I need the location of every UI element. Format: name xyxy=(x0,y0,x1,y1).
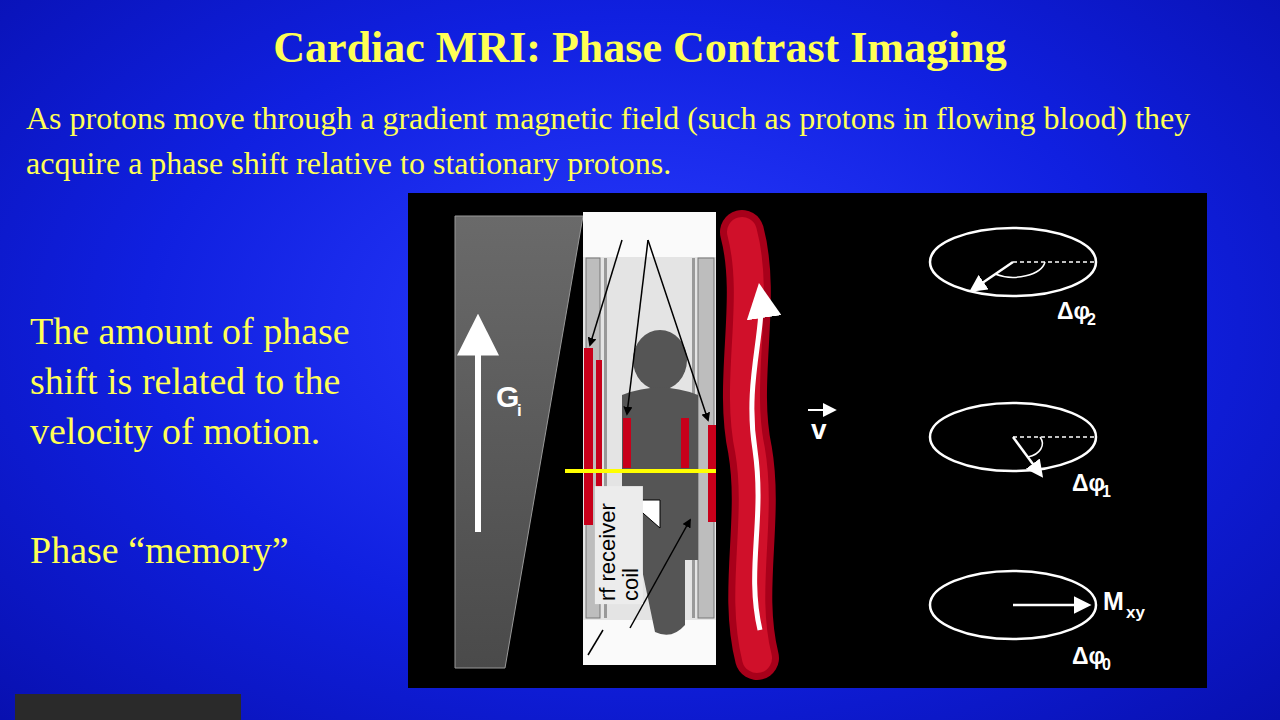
subscript: 2 xyxy=(1087,312,1096,328)
phase-label: Δφ xyxy=(1072,645,1105,668)
slide-title: Cardiac MRI: Phase Contrast Imaging xyxy=(0,24,1280,72)
player-bar xyxy=(15,694,241,720)
gradient-symbol: G xyxy=(496,382,519,412)
subscript: 1 xyxy=(1102,484,1111,500)
subscript: xy xyxy=(1126,604,1145,621)
subscript: 0 xyxy=(1102,657,1111,673)
phase-ellipses xyxy=(930,228,1096,639)
blood-vessel xyxy=(742,232,834,658)
scanner xyxy=(565,212,716,665)
gradient-wedge xyxy=(455,216,583,668)
intro-text: As protons move through a gradient magne… xyxy=(26,96,1256,186)
magnetization-symbol: M xyxy=(1103,589,1124,614)
phase-label: Δφ xyxy=(1072,472,1105,495)
phase-label: Δφ xyxy=(1057,300,1090,323)
gradient-arrow xyxy=(475,322,481,532)
body-text: The amount of phase shift is related to … xyxy=(30,306,400,456)
velocity-symbol: v xyxy=(811,416,827,444)
image-panel xyxy=(408,193,1207,688)
coil-label: rf receiver coil xyxy=(595,486,643,604)
subscript: i xyxy=(517,402,522,419)
body-text: Phase “memory” xyxy=(30,526,390,575)
